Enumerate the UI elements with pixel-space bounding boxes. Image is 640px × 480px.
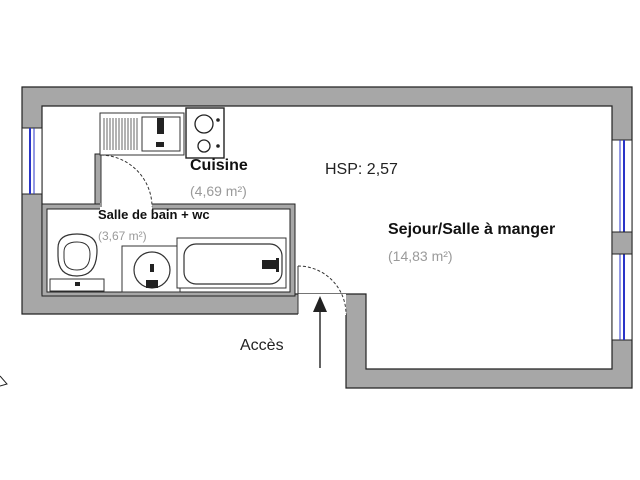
radiator xyxy=(611,231,633,255)
kitchen-area: (4,69 m²) xyxy=(190,183,247,199)
cooktop xyxy=(185,107,225,159)
bathroom-door-gap xyxy=(100,203,152,210)
bathtub xyxy=(176,237,287,289)
entrance-label: Accès xyxy=(240,337,284,354)
bathroom-name: Salle de bain + wc xyxy=(98,207,210,222)
ceiling-height-label: HSP: 2,57 xyxy=(325,161,398,178)
entrance-arrow-icon xyxy=(313,296,327,368)
bathroom-area: (3,67 m²) xyxy=(98,229,147,243)
bathroom-walls xyxy=(41,203,296,297)
toilet xyxy=(49,233,105,292)
kitchen-partition xyxy=(94,153,102,205)
sink xyxy=(99,112,185,156)
kitchen-name: Cuisine xyxy=(190,157,248,174)
living-name: Sejour/Salle à manger xyxy=(388,221,556,238)
window-left xyxy=(21,127,43,195)
washbasin xyxy=(121,245,181,293)
living-area: (14,83 m²) xyxy=(388,248,453,264)
north-arrow-icon xyxy=(0,375,8,387)
kitchen-door-swing xyxy=(100,154,153,208)
entrance-door-swing xyxy=(297,265,347,315)
